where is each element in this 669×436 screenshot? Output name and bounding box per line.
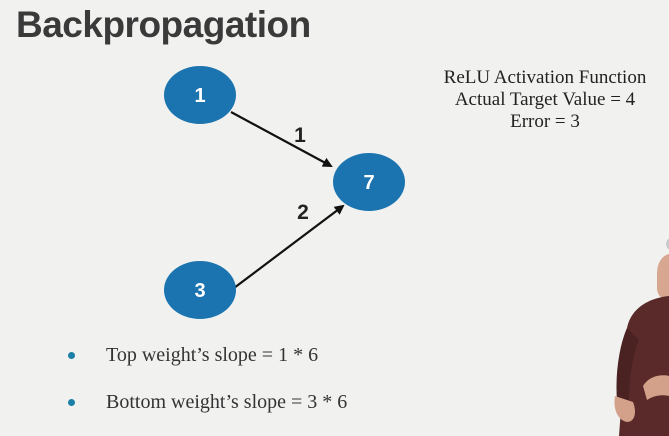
- node-output-label: 7: [363, 172, 374, 194]
- bullet-list: Top weight’s slope = 1 * 6 Bottom weight…: [68, 342, 347, 436]
- node-top-input: 1: [164, 66, 236, 124]
- activation-function-text: ReLU Activation Function: [443, 67, 647, 88]
- edge-bottom-to-output: [233, 204, 345, 289]
- node-bottom-input-label: 3: [194, 280, 205, 302]
- presenter-image: [614, 238, 669, 436]
- bullet-text: Bottom weight’s slope = 3 * 6: [106, 391, 348, 413]
- slide-title: Backpropagation: [16, 4, 311, 45]
- bullet-text: Top weight’s slope = 1 * 6: [106, 344, 319, 366]
- target-value-text: Actual Target Value = 4: [454, 89, 636, 110]
- edge-top-to-output: [230, 111, 333, 167]
- error-text: Error = 3: [510, 111, 580, 132]
- node-bottom-input: 3: [164, 261, 236, 319]
- node-output: 7: [333, 153, 405, 211]
- weight-label-bottom: 2: [297, 201, 309, 224]
- node-top-input-label: 1: [194, 85, 205, 107]
- weight-label-top: 1: [294, 124, 306, 147]
- bullet-icon: [68, 399, 75, 406]
- info-panel: ReLU Activation Function Actual Target V…: [420, 67, 669, 133]
- bullet-item: Bottom weight’s slope = 3 * 6: [68, 389, 347, 415]
- bullet-icon: [68, 352, 75, 359]
- bullet-item: Top weight’s slope = 1 * 6: [68, 342, 347, 368]
